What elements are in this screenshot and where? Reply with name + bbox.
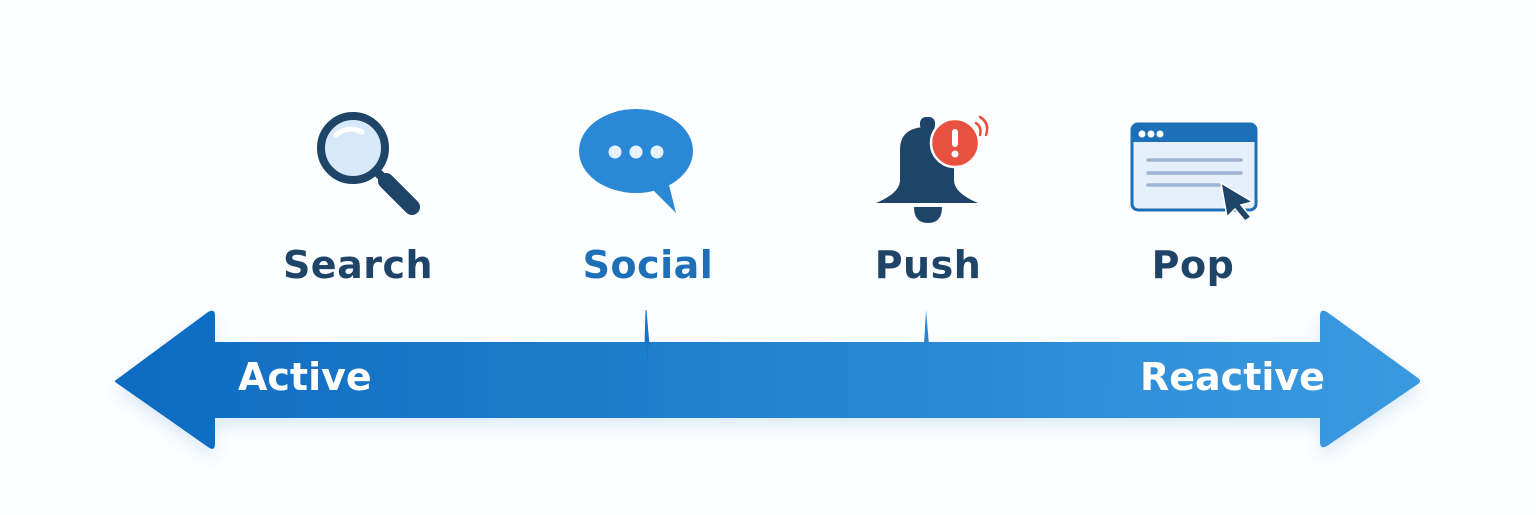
label-search: Search bbox=[282, 243, 434, 287]
magnifying-glass-icon bbox=[317, 112, 420, 215]
label-active: Active bbox=[238, 355, 372, 399]
arrow-shape bbox=[114, 310, 1420, 449]
label-reactive: Reactive bbox=[1140, 355, 1325, 399]
label-push: Push bbox=[874, 243, 982, 287]
label-social: Social bbox=[582, 243, 714, 287]
label-pop: Pop bbox=[1151, 243, 1235, 287]
active-reactive-arrow bbox=[114, 309, 1420, 449]
tick-mark-2 bbox=[924, 310, 929, 345]
popup-window-icon bbox=[1130, 122, 1258, 222]
speech-bubble-icon bbox=[579, 109, 693, 213]
tick-mark-1 bbox=[644, 309, 650, 361]
notification-bell-icon bbox=[876, 115, 989, 223]
